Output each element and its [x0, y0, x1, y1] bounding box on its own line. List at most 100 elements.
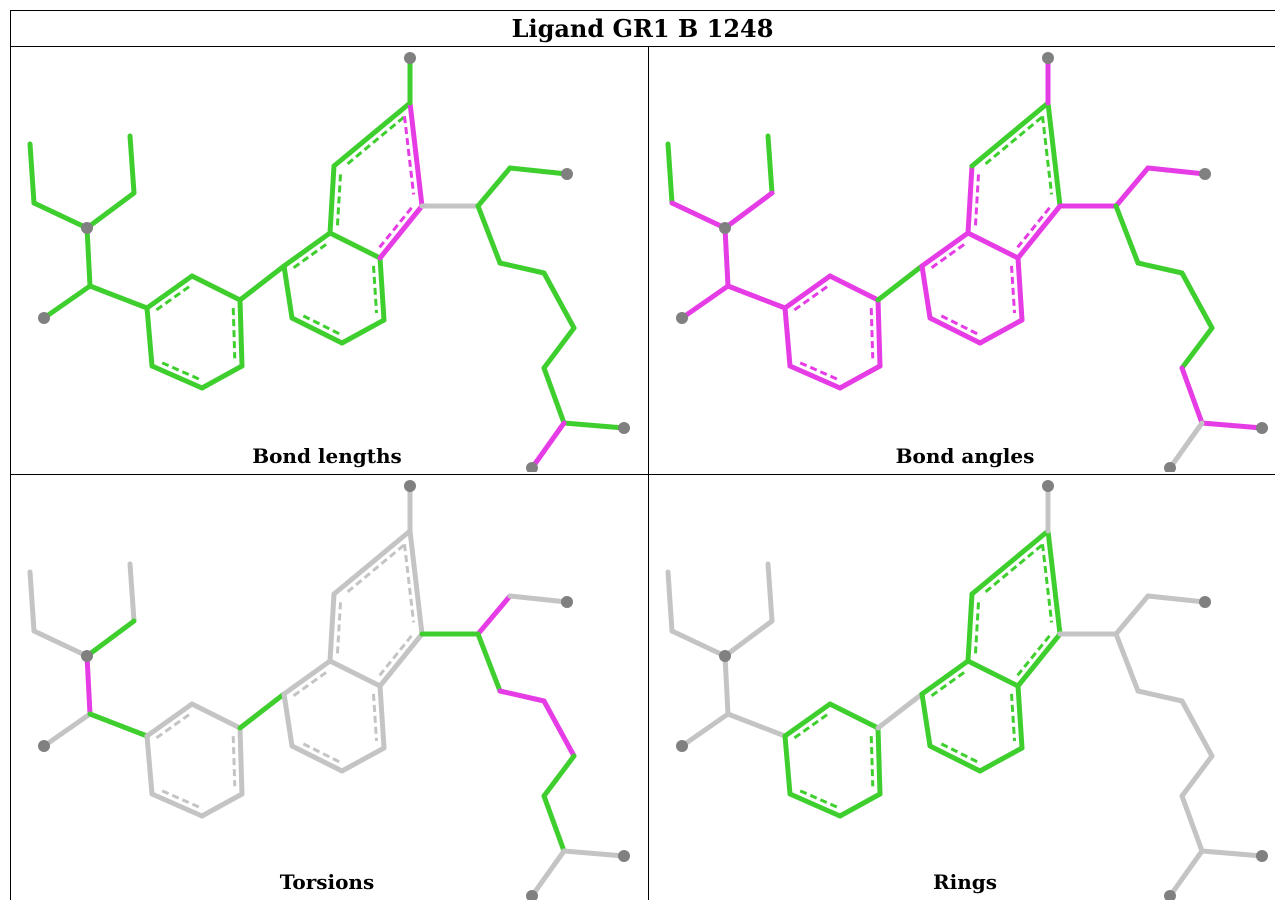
panel-caption: Bond lengths [252, 444, 402, 468]
panel-caption: Rings [932, 870, 997, 894]
bond [919, 263, 933, 321]
atom-sphere [1164, 890, 1176, 900]
aromatic-bond-dash [292, 669, 330, 697]
aromatic-bond-dash [973, 174, 981, 226]
aromatic-bond-dash [1040, 115, 1054, 195]
bond [875, 263, 925, 303]
atom-sphere [404, 52, 416, 64]
aromatic-bond-dash [371, 693, 379, 742]
aromatic-bond-dash [335, 602, 343, 654]
bond [189, 701, 243, 731]
bond [725, 283, 788, 311]
bond [497, 688, 547, 704]
bond [31, 628, 90, 659]
bond [84, 225, 93, 289]
bond [787, 791, 843, 819]
aromatic-bond-dash [378, 634, 413, 677]
bond [927, 743, 983, 774]
aromatic-bond-dash [973, 602, 981, 654]
aromatic-bond-dash [402, 115, 416, 195]
atom-sphere [618, 422, 630, 434]
bond [875, 691, 925, 731]
bond [84, 618, 137, 659]
bond [927, 315, 983, 346]
aromatic-bond-dash [1009, 265, 1017, 314]
bond [144, 305, 155, 369]
aromatic-bond-dash [160, 360, 200, 381]
bond [1179, 793, 1205, 854]
bond [561, 848, 627, 859]
bond [331, 528, 413, 597]
panel-rings: Rings [650, 476, 1275, 900]
aromatic-bond-dash [984, 542, 1045, 593]
atom-sphere [404, 480, 416, 492]
bond [561, 420, 627, 431]
bond [782, 273, 833, 311]
atom-sphere [526, 462, 538, 472]
frame-left-border [10, 10, 11, 900]
bond [1167, 848, 1205, 899]
bond [969, 100, 1051, 169]
aromatic-bond-dash [1040, 543, 1054, 623]
aromatic-bond-dash [300, 741, 340, 764]
frame-top-border [10, 10, 1275, 11]
bond [782, 733, 793, 797]
bond [84, 653, 93, 717]
row-divider [10, 474, 1275, 475]
aromatic-bond-dash [930, 241, 968, 269]
bond [919, 691, 933, 749]
bond [1179, 325, 1215, 371]
molecule-bond-angles [665, 52, 1268, 472]
bond [665, 569, 675, 634]
bond [331, 100, 413, 169]
bond [41, 711, 93, 749]
bond [875, 725, 883, 797]
molecule-torsions [27, 480, 630, 900]
bond [837, 363, 883, 391]
bond [1179, 753, 1215, 799]
bond [327, 591, 337, 664]
atom-sphere [618, 850, 630, 862]
aromatic-bond-dash [1009, 693, 1017, 742]
bond [144, 733, 155, 797]
bond [977, 745, 1025, 774]
bond [765, 133, 775, 196]
bond [237, 297, 245, 369]
bond [1167, 420, 1205, 471]
bond [475, 631, 503, 694]
bond [965, 658, 1021, 689]
aromatic-bond-dash [869, 736, 875, 787]
aromatic-bond-dash [231, 736, 237, 787]
molecule-bond-lengths [27, 52, 630, 472]
bond [475, 593, 513, 637]
bond [722, 653, 731, 717]
bond [84, 190, 137, 231]
bond [407, 100, 425, 209]
atom-sphere [1199, 596, 1211, 608]
bond [1179, 270, 1215, 331]
bond [1015, 255, 1025, 323]
bond [127, 133, 137, 196]
bond [669, 200, 728, 231]
page-title: Ligand GR1 B 1248 [511, 14, 774, 43]
bond [27, 141, 37, 206]
bond [969, 528, 1051, 597]
bond [1015, 631, 1063, 689]
bond [541, 325, 577, 371]
bond [237, 263, 287, 303]
bond [1145, 165, 1208, 177]
bond [281, 658, 333, 697]
aromatic-bond-dash [371, 265, 379, 314]
bond [339, 317, 387, 346]
aromatic-bond-dash [938, 741, 978, 764]
aromatic-bond-dash [378, 206, 413, 249]
bond [41, 283, 93, 321]
atom-sphere [81, 222, 93, 234]
bond [377, 631, 425, 689]
bond [1179, 698, 1215, 759]
bond [782, 701, 833, 739]
bond [722, 618, 775, 659]
atom-sphere [1256, 422, 1268, 434]
atom-sphere [1256, 850, 1268, 862]
panel-caption: Torsions [279, 870, 375, 894]
